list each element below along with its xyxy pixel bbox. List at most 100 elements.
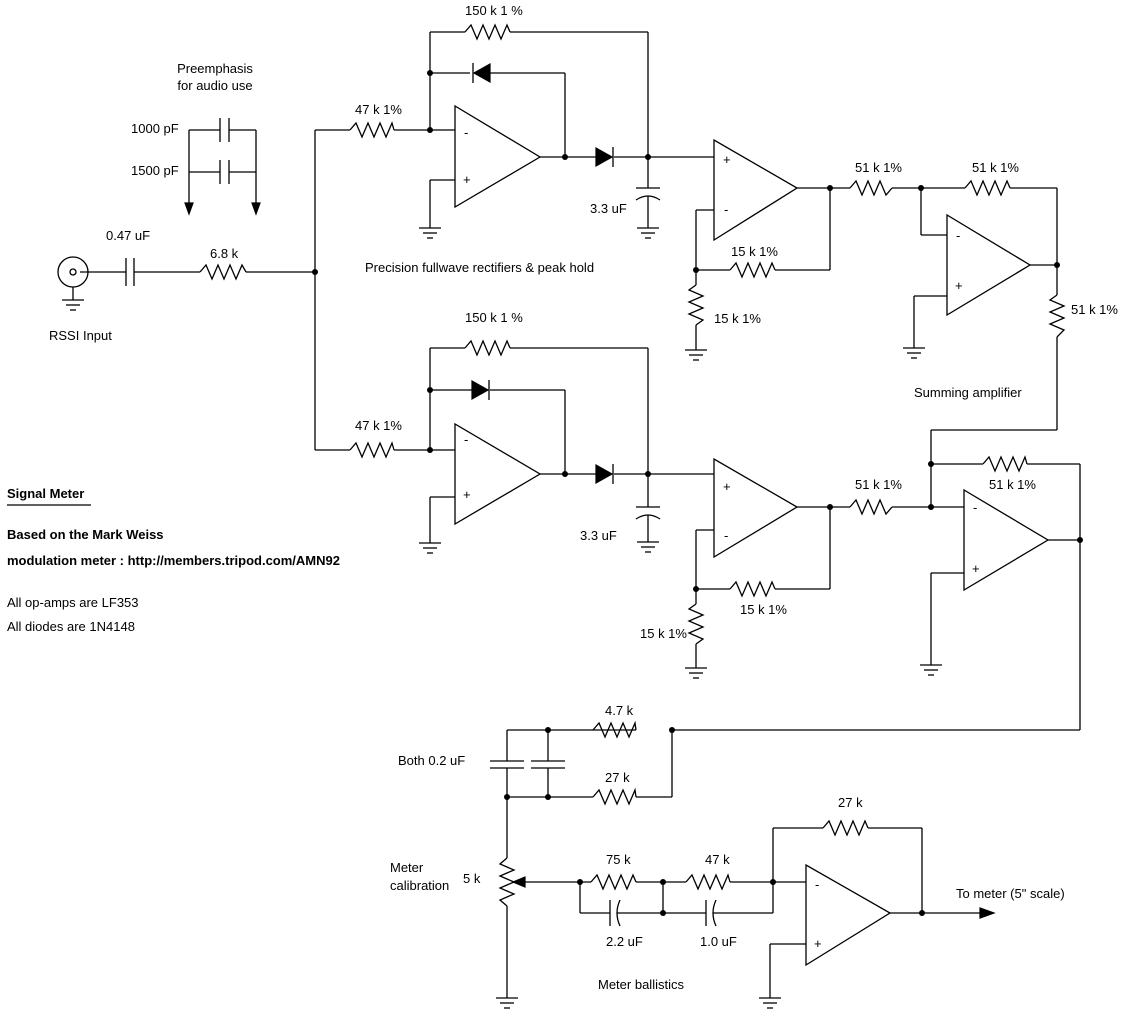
r-27k-mid-label: 27 k [605,770,630,785]
svg-text:-: - [464,432,468,447]
preemphasis-label-2: for audio use [177,78,252,93]
to-meter-arrow [979,907,996,919]
resistor-47k-ball [685,873,731,891]
capacitor-02uf-b [531,760,565,769]
r-47k-ball-label: 47 k [705,852,730,867]
resistor-150k-bot [464,339,511,357]
svg-text:-: - [464,125,468,140]
diode-bot-out [595,463,614,485]
capacitors [125,118,717,927]
capacitor-22uf [609,899,621,927]
meter-cal-label-2: calibration [390,878,449,893]
opamp-summing-bot [963,488,1050,592]
preemph-arrow-left [184,202,194,216]
opamp-buffer-top [713,138,799,242]
note-3: All op-amps are LF353 [7,595,139,610]
resistor-27k-mid [592,787,637,806]
svg-text:-: - [973,500,977,515]
pot-wiper-arrow [511,876,526,888]
r-51k-top-in-label: 51 k 1% [855,160,902,175]
note-4: All diodes are 1N4148 [7,619,135,634]
opamp-buffer-bot [713,457,799,559]
cap-input-label: 0.47 uF [106,228,150,243]
preemphasis-label: Preemphasis [177,61,253,76]
capacitor-33uf-bot [635,506,661,520]
svg-text:+: + [463,172,471,187]
resistor-150k-top [464,23,511,41]
r-15k-bot-fb-label: 15 k 1% [740,602,787,617]
resistor-15k-top-fb [729,261,776,279]
svg-text:+: + [723,152,731,167]
resistor-27k-fb [822,819,869,837]
rssi-connector [57,256,89,288]
meter-cal-label: Meter [390,860,424,875]
wires [72,31,1081,998]
svg-text:-: - [956,228,960,243]
both-caps-label: Both 0.2 uF [398,753,465,768]
r-47k-out-label: 4.7 k [605,703,634,718]
component-labels: Preemphasis for audio use 1000 pF 1500 p… [49,3,1118,992]
opamp-rectifier-top [454,104,542,209]
capacitor-10uf [705,899,717,927]
capacitor-1500pf [219,160,230,184]
r-75k-label: 75 k [606,852,631,867]
r-input-label: 6.8 k [210,246,239,261]
r-15k-bot-gnd-label: 15 k 1% [640,626,687,641]
r-150k-bot-label: 150 k 1 % [465,310,523,325]
capacitor-02uf-a [490,760,524,769]
r-51k-bot-in-label: 51 k 1% [855,477,902,492]
note-1: Based on the Mark Weiss [7,527,164,542]
r-47k-bot-label: 47 k 1% [355,418,402,433]
title-block: Signal Meter Based on the Mark Weiss mod… [7,486,340,634]
opamp-rectifier-bot [454,422,542,526]
summing-caption: Summing amplifier [914,385,1022,400]
resistor-51k-top-in [849,179,893,197]
to-meter-label: To meter (5" scale) [956,886,1065,901]
pot-5k-label: 5 k [463,871,481,886]
grounds [61,227,943,1009]
svg-text:-: - [815,877,819,892]
r-15k-top-fb-label: 15 k 1% [731,244,778,259]
diode-top-fb [472,62,491,84]
diode-top-out [595,146,614,168]
diodes [471,62,614,485]
junction-dots [312,70,1083,916]
resistor-4k7 [592,720,637,739]
ballistics-caption: Meter ballistics [598,977,684,992]
r-51k-bot-fb-label: 51 k 1% [989,477,1036,492]
r-150k-top-label: 150 k 1 % [465,3,523,18]
resistor-51k-bot-in [849,498,893,516]
svg-text:-: - [724,528,728,543]
resistor-6k8 [199,263,247,281]
opamp-meter-driver [805,863,892,967]
resistor-47k-bot [349,441,395,459]
resistors [199,23,1066,907]
preemph-arrow-right [251,202,261,216]
resistor-51k-bot-fb [982,455,1028,473]
svg-text:+: + [955,278,963,293]
rectifier-caption: Precision fullwave rectifiers & peak hol… [365,260,594,275]
rssi-input-label: RSSI Input [49,328,112,343]
svg-text:+: + [972,561,980,576]
resistor-51k-top-fb [964,179,1011,197]
svg-text:+: + [723,479,731,494]
capacitor-047uf [125,258,135,286]
cap-10-label: 1.0 uF [700,934,737,949]
resistor-47k-top [349,121,395,139]
resistor-15k-top-gnd [687,284,705,326]
cap-33-top-label: 3.3 uF [590,201,627,216]
capacitor-1000pf [219,118,230,142]
cap-1500pf-label: 1500 pF [131,163,179,178]
r-51k-top-fb-label: 51 k 1% [972,160,1019,175]
svg-text:+: + [814,936,822,951]
cap-1000pf-label: 1000 pF [131,121,179,136]
opamps: - + - + + - + - - + - + - + [454,104,1050,967]
opamp-summing-top [946,213,1032,317]
r-51k-right-label: 51 k 1% [1071,302,1118,317]
svg-text:-: - [724,202,728,217]
r-47k-top-label: 47 k 1% [355,102,402,117]
resistor-15k-bot-fb [729,580,776,598]
resistor-75k [590,873,637,891]
diode-bot-fb [471,379,490,401]
